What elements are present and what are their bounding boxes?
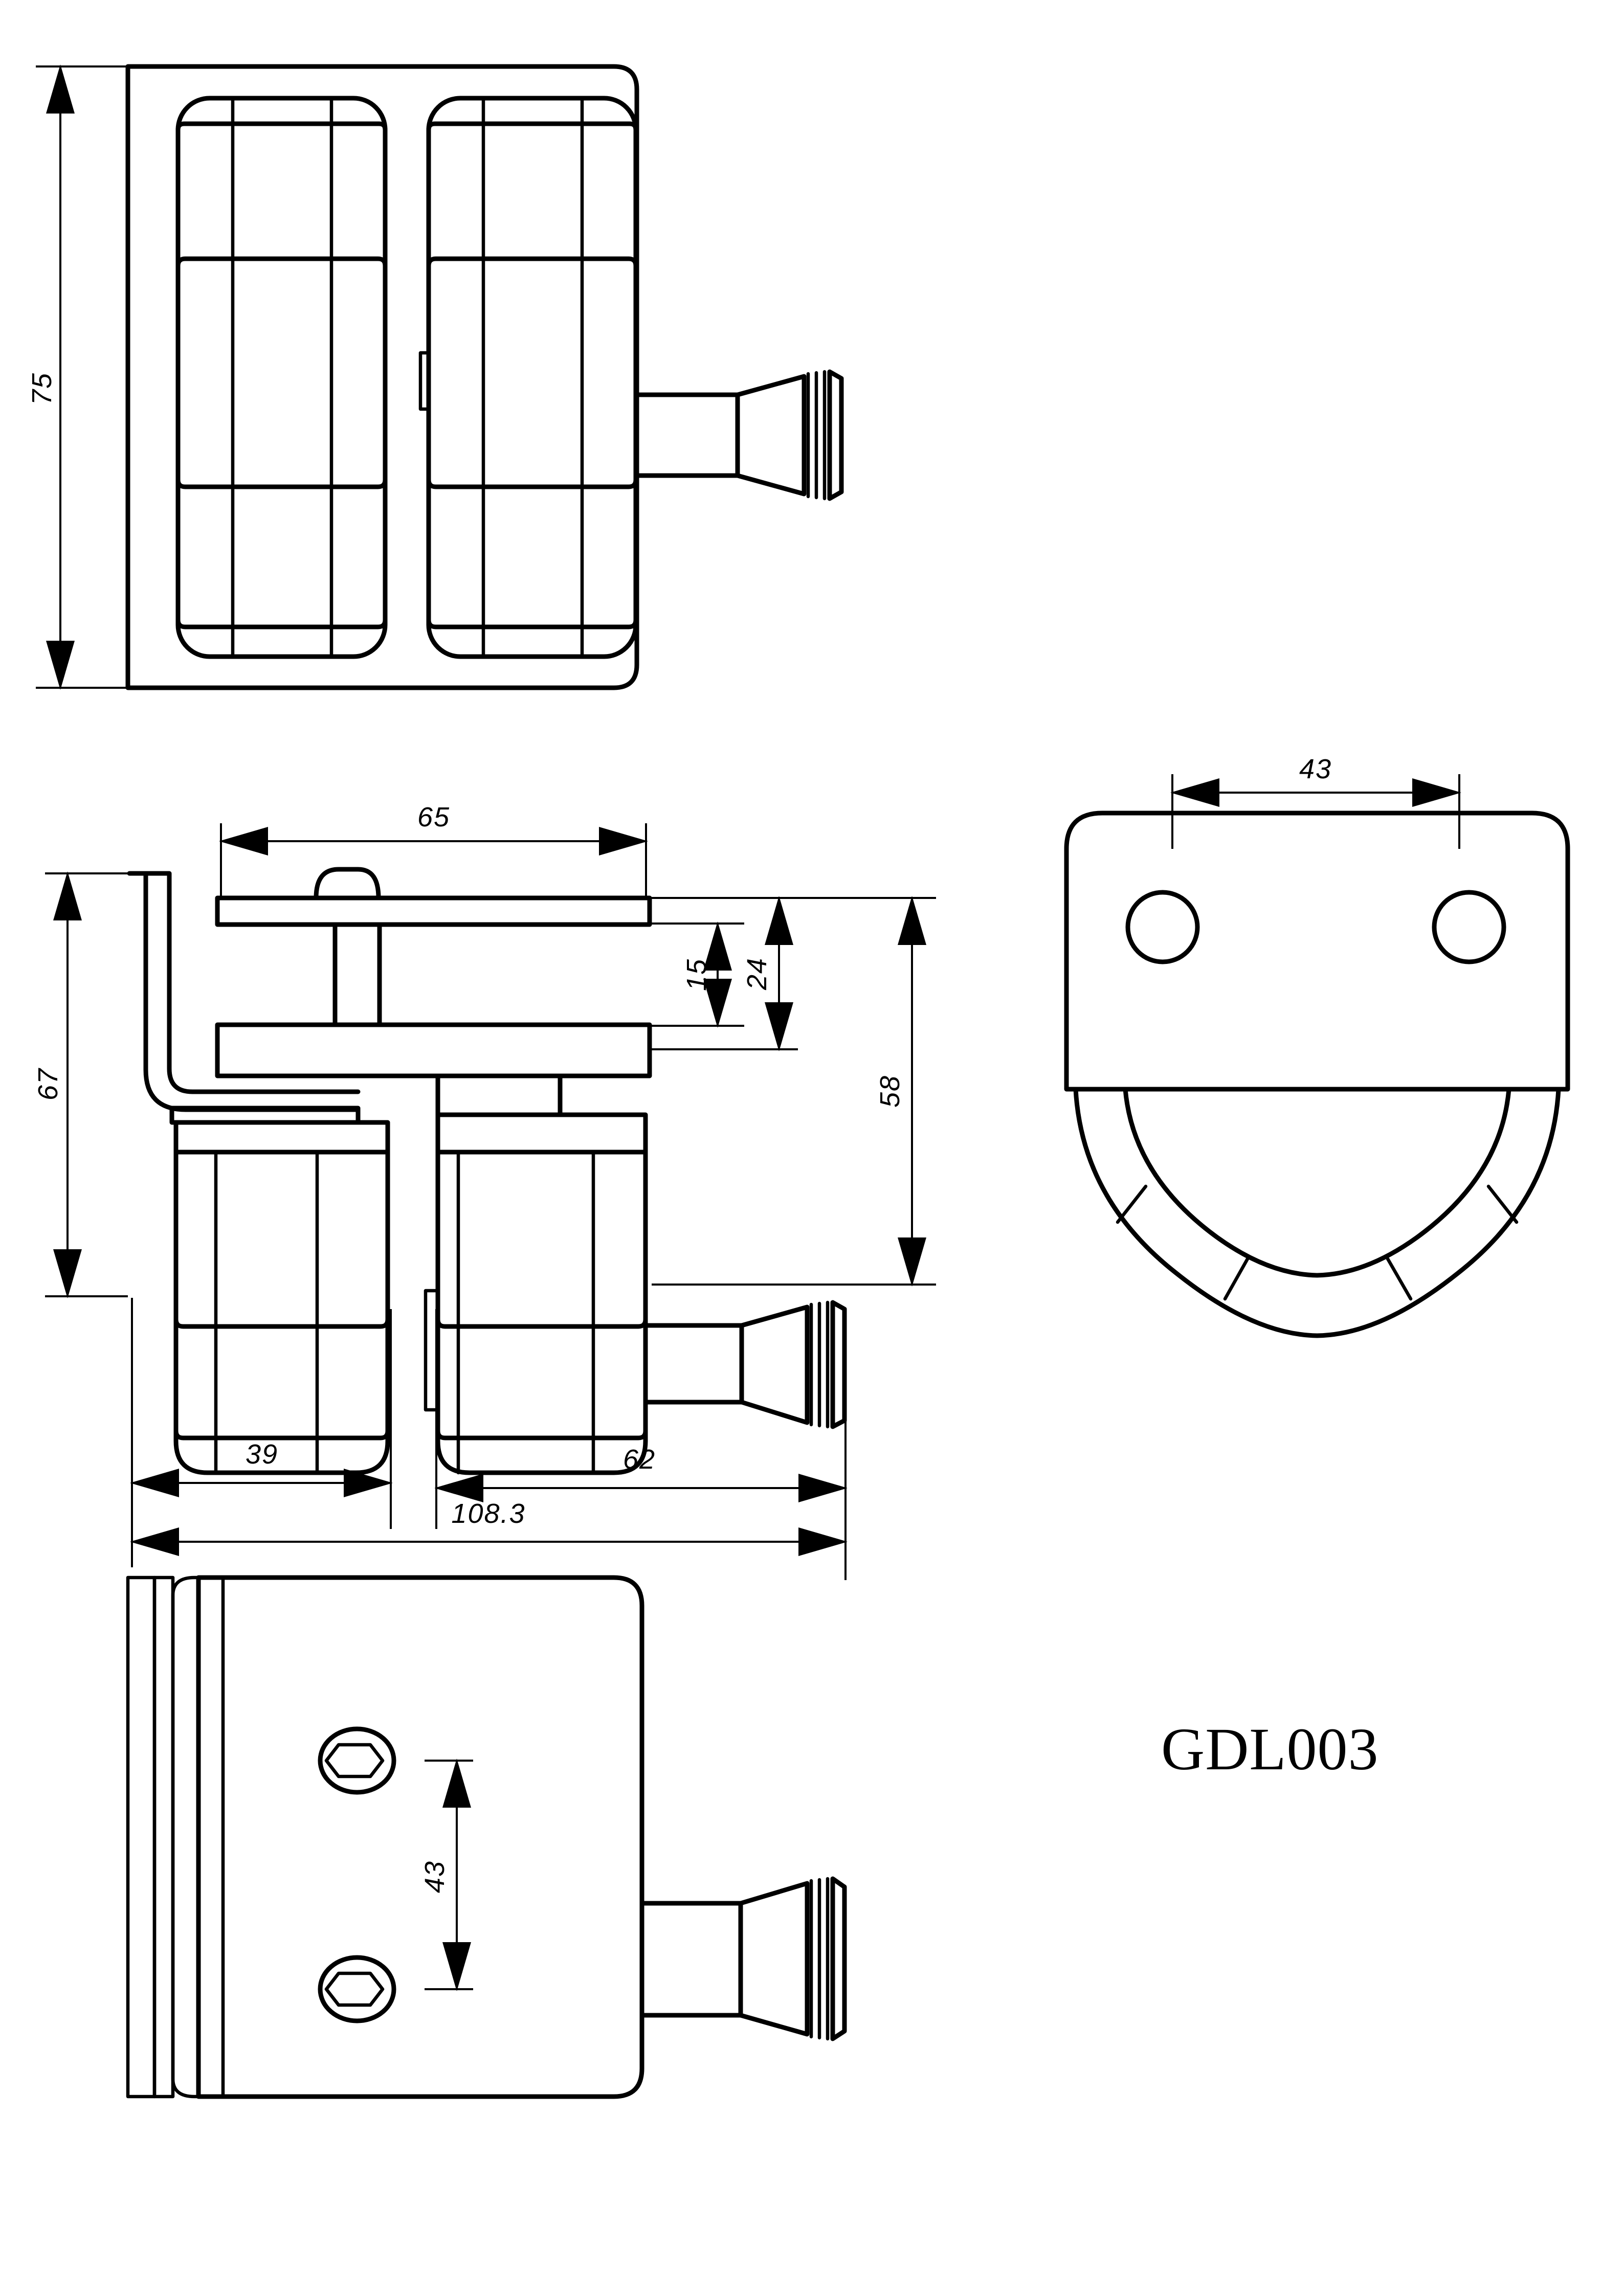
- bottom-view: 43: [126, 1575, 847, 2099]
- top-view: 75: [27, 64, 844, 690]
- hex-socket-icon-lower: [324, 1971, 385, 2007]
- dimension-43-bottom: 43: [419, 1759, 473, 1991]
- front-view: 43: [1064, 754, 1570, 1338]
- top-view-roller-right-rib-2: [426, 256, 638, 268]
- top-view-roller-left-rib-3: [175, 477, 388, 489]
- dimension-65-label: 65: [417, 802, 450, 832]
- side-view-dome: [314, 867, 381, 901]
- top-view-roller-left-rib-2: [175, 256, 388, 268]
- side-view-roller-right-body: [435, 1150, 648, 1475]
- dimension-39: 39: [130, 1298, 393, 1529]
- side-view-bracket-outer: [127, 871, 361, 1094]
- bottom-view-screw-head-lower: [318, 1955, 396, 2023]
- side-view-lug: [424, 1289, 440, 1412]
- bottom-view-body: [196, 1575, 644, 2099]
- bottom-view-strip-back: [126, 1575, 157, 2099]
- front-view-cradle-inner: [1123, 1087, 1511, 1278]
- front-view-segment-line-2: [1223, 1256, 1250, 1301]
- front-view-segment-line-1: [1116, 1184, 1148, 1224]
- dimension-43-front-label: 43: [1299, 754, 1332, 784]
- dimension-15: 15: [652, 921, 744, 1028]
- bottom-view-screw-head-upper: [318, 1726, 396, 1795]
- dimension-108-3-label: 108.3: [451, 1498, 525, 1529]
- top-view-roller-right-rib-3: [426, 477, 638, 489]
- top-view-roller-left-body: [175, 96, 388, 659]
- dimension-62: 62: [434, 1309, 848, 1580]
- dimension-39-label: 39: [246, 1439, 278, 1470]
- top-view-roller-left-rib-4: [175, 617, 388, 629]
- dimension-75-label: 75: [27, 372, 57, 405]
- front-view-hole-left: [1125, 890, 1200, 964]
- dimension-62-label: 62: [623, 1444, 656, 1475]
- side-view-top-plate: [215, 895, 652, 927]
- front-view-cradle-outer: [1073, 1087, 1561, 1338]
- front-view-segment-line-4: [1486, 1184, 1519, 1224]
- part-number-label: GDL003: [1161, 1716, 1379, 1783]
- bottom-view-knob-taper: [738, 1881, 810, 2037]
- top-view-roller-right-rib-4: [426, 617, 638, 629]
- side-view-lower-plate: [215, 1022, 652, 1078]
- side-view-knob-taper: [739, 1304, 810, 1425]
- hex-socket-icon-upper: [324, 1743, 385, 1779]
- front-view-segment-line-3: [1385, 1256, 1413, 1301]
- side-view-roller-left-body: [173, 1150, 390, 1475]
- top-view-roller-left-rib-1: [175, 121, 388, 132]
- bottom-view-strip-mid: [152, 1575, 175, 2099]
- dimension-67: 67: [33, 871, 128, 1298]
- dimension-43-front: 43: [1170, 754, 1461, 849]
- side-view-knob-cap: [830, 1300, 847, 1429]
- side-view-roller-right-cap: [435, 1073, 563, 1117]
- front-view-body: [1064, 811, 1570, 1092]
- top-view-roller-right-rib-1: [426, 121, 638, 132]
- top-view-lug: [418, 351, 431, 411]
- top-view-knob-taper: [735, 374, 807, 497]
- side-view-roller-left-rib-2: [173, 1428, 390, 1440]
- bottom-view-knob-cap: [830, 1876, 847, 2041]
- side-view-roller-right-rib-1: [435, 1317, 648, 1329]
- dimension-43-bottom-label: 43: [419, 1860, 450, 1893]
- dimension-24-label: 24: [742, 957, 772, 991]
- dimension-108-3: 108.3: [130, 1309, 848, 1567]
- dimension-58-label: 58: [875, 1075, 905, 1108]
- dimension-58: 58: [652, 896, 936, 1287]
- top-view-knob-cap: [827, 369, 844, 501]
- dimension-67-label: 67: [33, 1068, 63, 1100]
- side-view-roller-right-shoulder: [435, 1112, 648, 1155]
- dimension-75: 75: [27, 64, 127, 690]
- dimension-65: 65: [219, 802, 648, 900]
- side-view: 67 65 15 24 58: [33, 802, 936, 1580]
- front-view-hole-right: [1432, 890, 1506, 964]
- side-view-roller-right-rib-2: [435, 1428, 648, 1440]
- side-view-roller-left-rib-1: [173, 1317, 390, 1329]
- side-view-roller-left-shoulder: [173, 1120, 390, 1155]
- top-view-plate-outline: [125, 64, 639, 690]
- dimension-15-label: 15: [681, 958, 712, 991]
- top-view-roller-right-body: [426, 96, 638, 659]
